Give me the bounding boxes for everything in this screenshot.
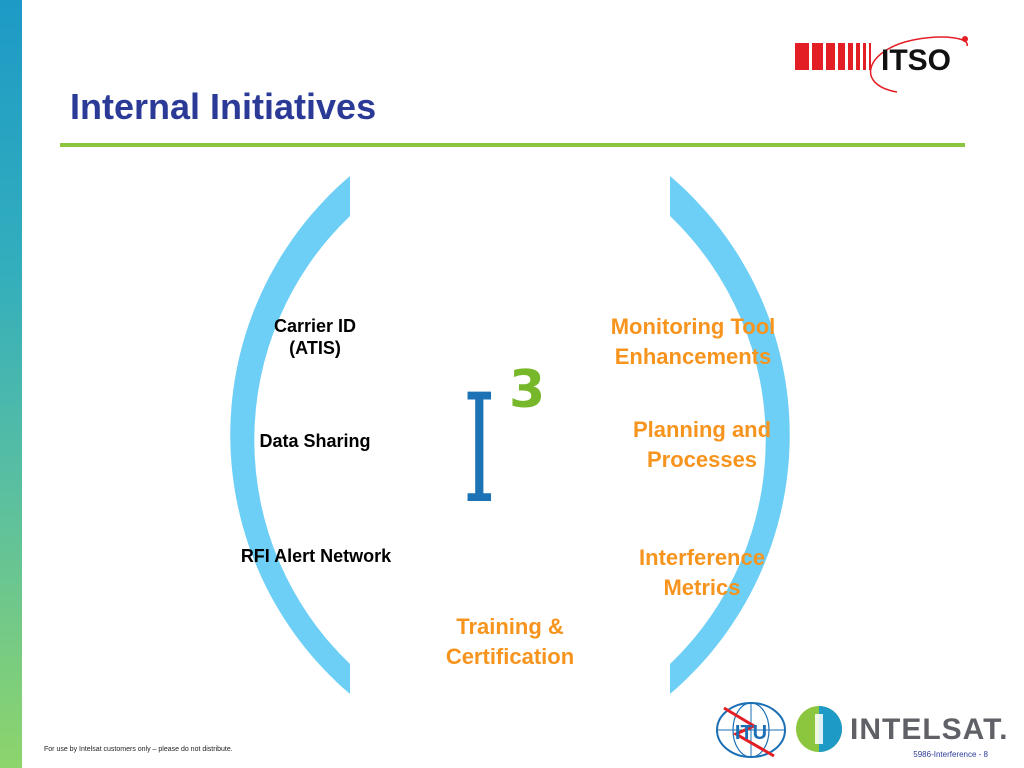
right-arc bbox=[670, 176, 790, 694]
footer-disclaimer: For use by Intelsat customers only – ple… bbox=[44, 746, 233, 753]
i-cubed-mark: I 3 bbox=[455, 360, 565, 545]
svg-text:Industry Initiatives: Industry Initiatives bbox=[133, 323, 195, 596]
item-line: Data Sharing bbox=[259, 431, 371, 451]
item-line: Carrier ID bbox=[273, 316, 357, 336]
item-line: Certification bbox=[445, 644, 575, 669]
industry-item-carrier-id: Carrier ID (ATIS) bbox=[225, 315, 405, 359]
industry-item-rfi-alert: RFI Alert Network bbox=[216, 545, 416, 567]
internal-item-training: Training & Certification bbox=[400, 612, 620, 672]
industry-item-data-sharing: Data Sharing bbox=[225, 430, 405, 452]
item-line: Monitoring Tool bbox=[610, 314, 776, 339]
itu-logo-text: ITU bbox=[735, 722, 767, 744]
internal-item-monitoring: Monitoring Tool Enhancements bbox=[583, 312, 803, 372]
item-line: Interference bbox=[639, 545, 765, 570]
left-arc-label: Industry Initiatives bbox=[133, 323, 194, 596]
itu-logo: ITU bbox=[716, 702, 786, 758]
item-line: Processes bbox=[646, 447, 758, 472]
intelsat-wordmark: INTELSAT. bbox=[850, 713, 1009, 746]
page-title: Internal Initiatives bbox=[70, 86, 377, 127]
itso-logo-text: ITSO bbox=[881, 44, 951, 77]
item-line: RFI Alert Network bbox=[240, 546, 392, 566]
exponent-three: 3 bbox=[509, 360, 546, 420]
itso-logo: ITSO bbox=[795, 36, 968, 93]
title-divider bbox=[60, 143, 965, 147]
internal-item-interference: Interference Metrics bbox=[592, 543, 812, 603]
svg-text:Internal Initiatives: Internal Initiatives bbox=[821, 313, 877, 579]
slide-number: 5986-Interference - 8 bbox=[913, 750, 988, 759]
intelsat-emblem-icon bbox=[796, 706, 842, 752]
i-letter: I bbox=[463, 363, 496, 537]
item-line: Enhancements bbox=[614, 344, 772, 369]
item-line: Metrics bbox=[663, 575, 741, 600]
item-line: Training & bbox=[456, 614, 564, 639]
internal-item-planning: Planning and Processes bbox=[592, 415, 812, 475]
left-arc bbox=[230, 176, 350, 694]
side-gradient-bar bbox=[0, 0, 22, 768]
item-line: (ATIS) bbox=[289, 338, 341, 358]
right-arc-label: Internal Initiatives bbox=[821, 313, 876, 579]
item-line: Planning and bbox=[632, 417, 772, 442]
